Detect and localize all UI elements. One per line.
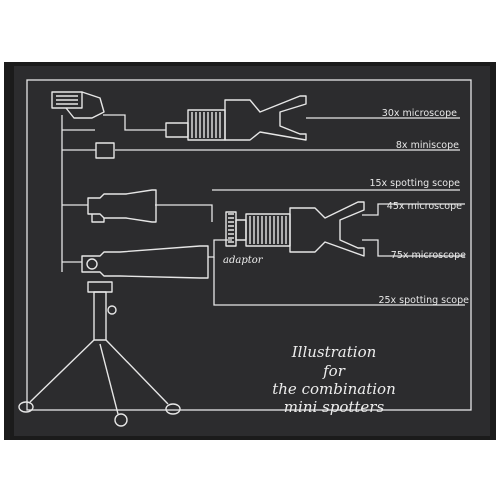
connector-lines	[61, 114, 465, 306]
spotting-scope-15x-icon	[87, 189, 157, 223]
label-15x-spotting-scope: 15x spotting scope	[369, 178, 460, 189]
microscope-30x-icon	[165, 95, 307, 141]
label-25x-spotting-scope: 25x spotting scope	[378, 295, 469, 306]
label-75x-microscope: 75x microscope	[391, 250, 466, 261]
miniscope-8x-icon	[95, 142, 115, 159]
board-panel	[14, 66, 490, 436]
caption-line-3: the combination	[272, 380, 396, 398]
diagram-border	[26, 79, 472, 411]
label-30x-microscope: 30x microscope	[382, 108, 457, 119]
label-8x-miniscope: 8x miniscope	[396, 140, 459, 151]
spotting-scope-25x-icon	[81, 245, 209, 279]
caption-line-1: Illustration	[291, 343, 377, 361]
label-45x-microscope: 45x microscope	[387, 201, 462, 212]
label-adaptor: adaptor	[223, 255, 264, 266]
caption-line-4: mini spotters	[284, 398, 385, 416]
eyepiece-head-icon	[51, 91, 105, 119]
caption-line-2: for	[322, 362, 346, 380]
tripod-icon	[18, 281, 181, 427]
microscope-45x-75x-icon	[245, 201, 365, 257]
